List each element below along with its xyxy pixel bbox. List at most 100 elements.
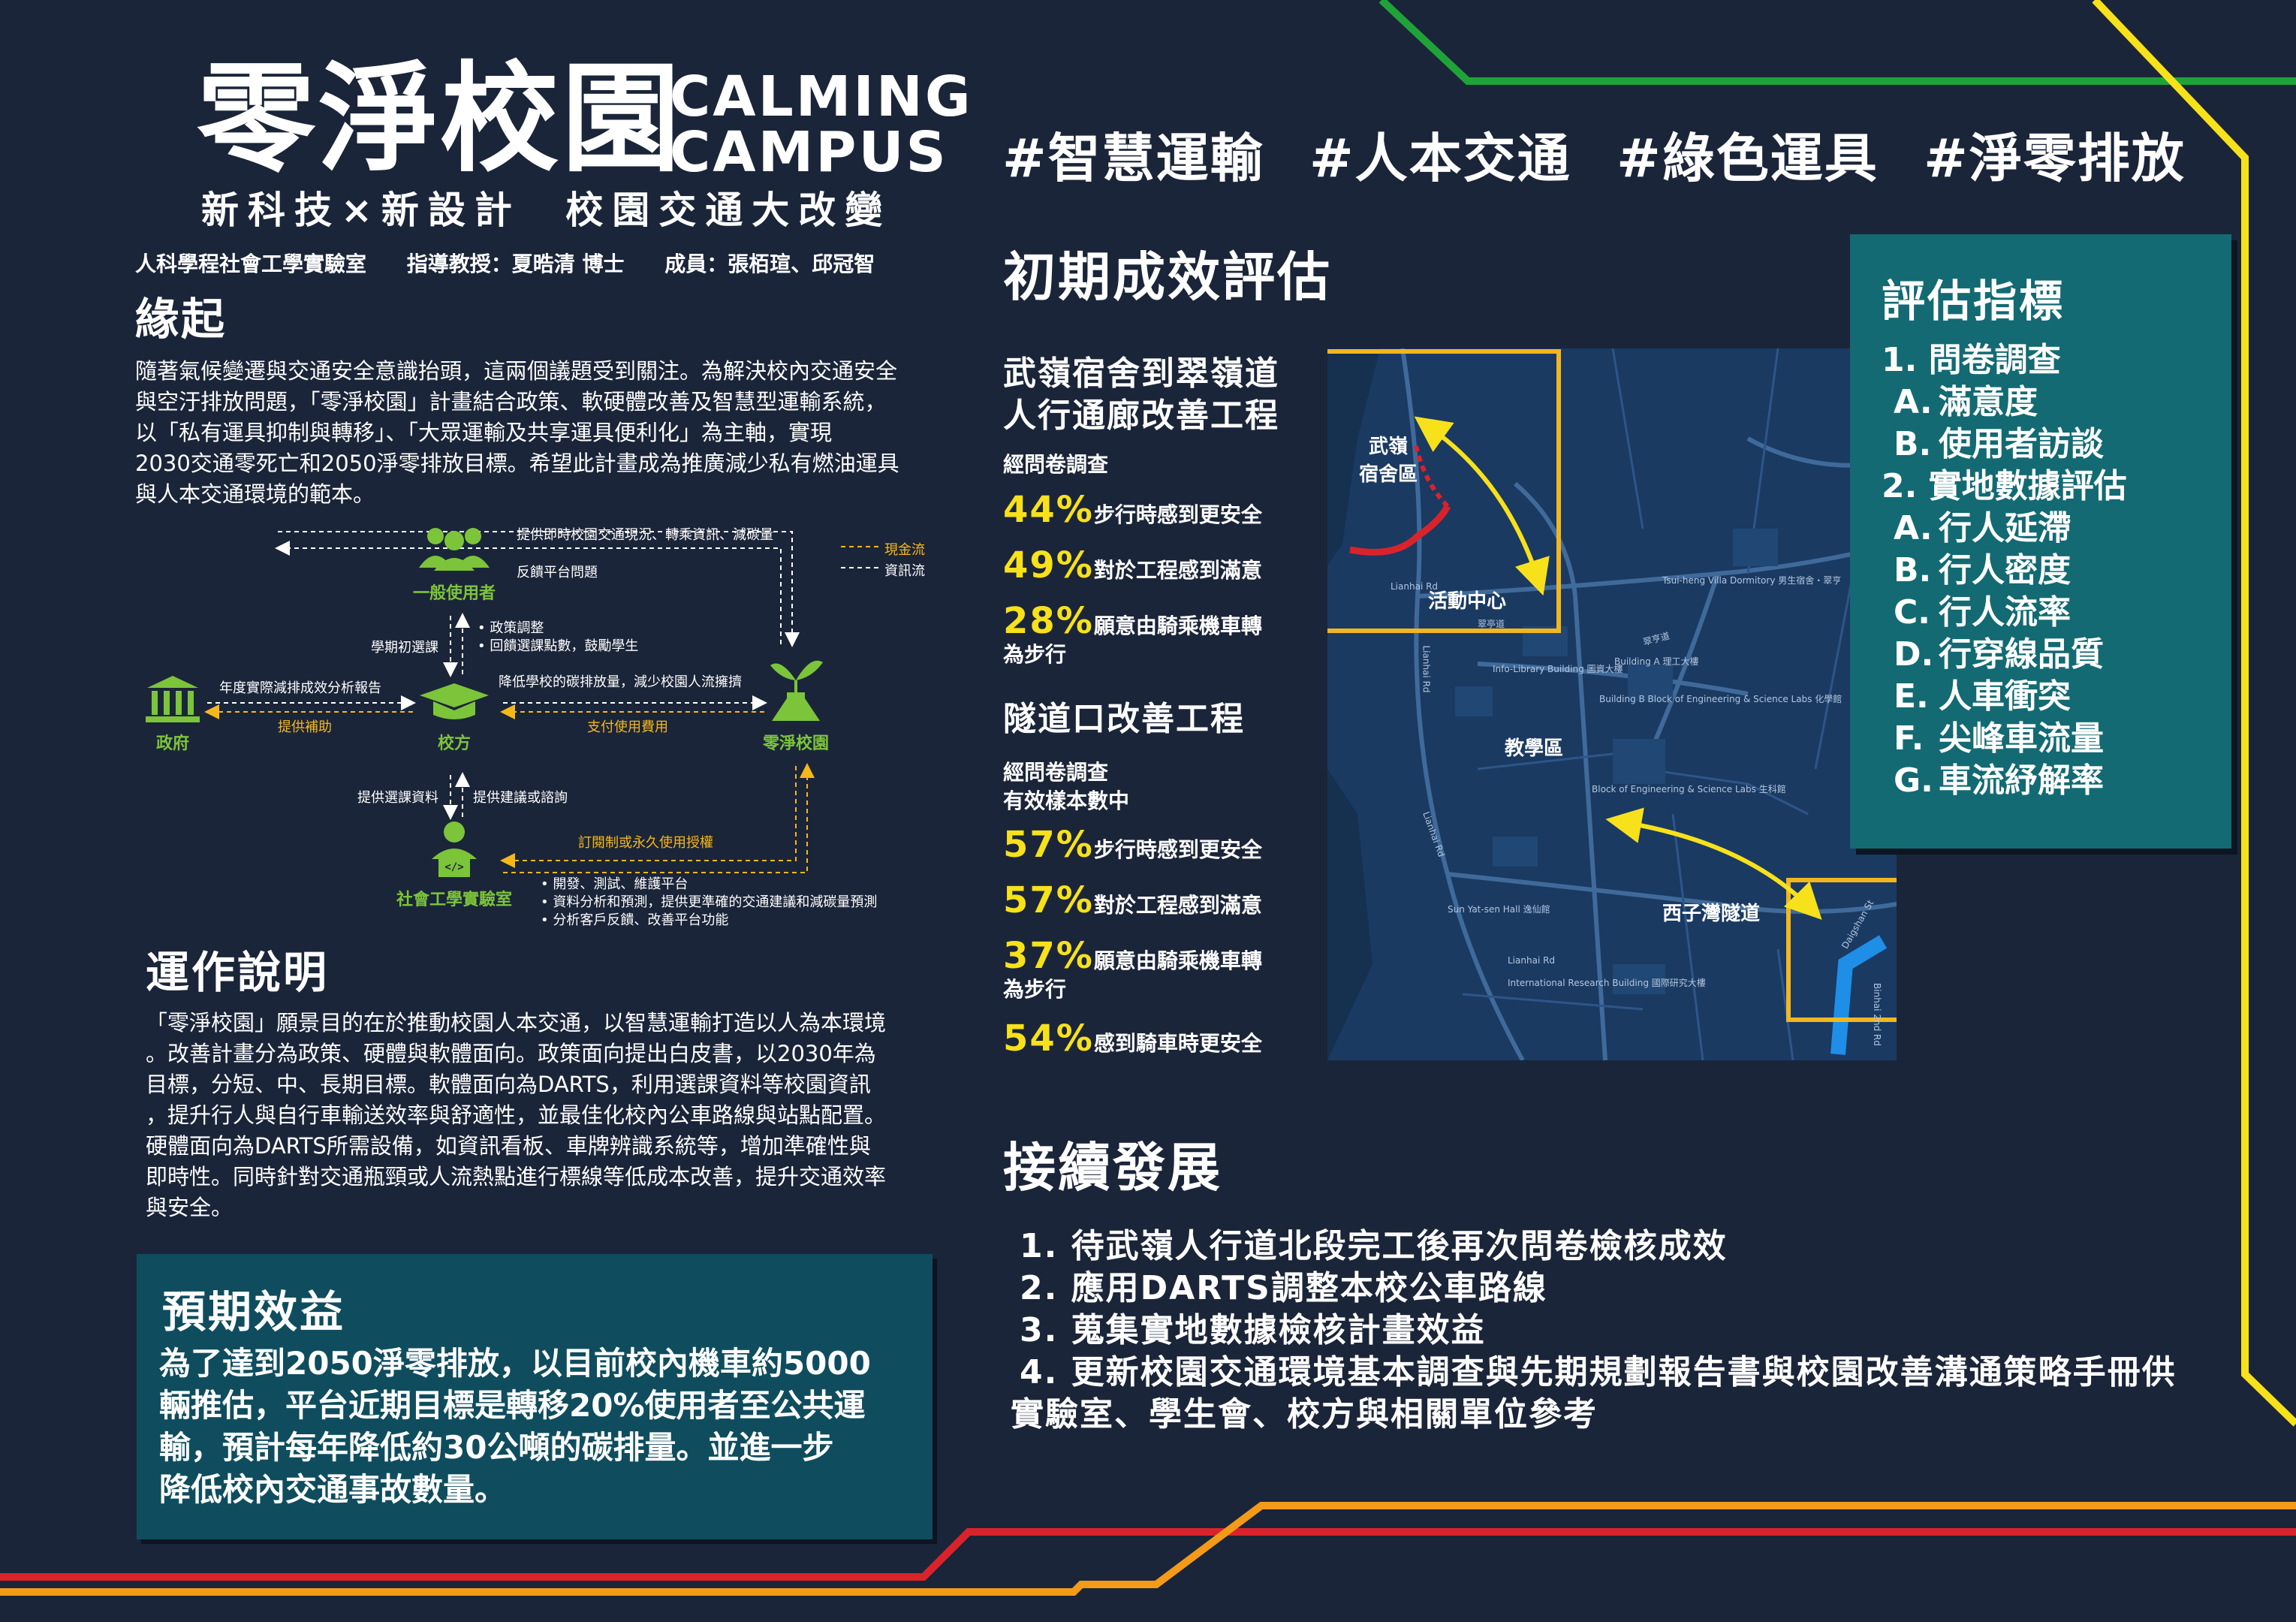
campus-node: 零淨校園 bbox=[758, 650, 833, 754]
operation-line: 即時性。同時針對交通瓶頸或人流熱點進行標線等低成本改善，提升交通效率 bbox=[146, 1164, 887, 1189]
next-step-item: 3. 蒐集實地數據檢核計畫效益 bbox=[1020, 1311, 1486, 1349]
map-road-label: Lianhai Rd bbox=[1508, 955, 1556, 966]
plant-flask-icon bbox=[770, 660, 823, 721]
benefit-heading: 預期效益 bbox=[162, 1286, 346, 1337]
map-building-label: International Research Building 國際研究大樓 bbox=[1508, 978, 1706, 988]
lab-tasks: • 開發、測試、維護平台 • 資料分析和預測，提供更準確的交通建議和減碳量預測 … bbox=[541, 876, 877, 930]
hashtag: #綠色運具 bbox=[1617, 128, 1879, 189]
users-node: 一般使用者 bbox=[413, 523, 496, 604]
metric-subitem: F.尖峰車流量 bbox=[1882, 718, 2127, 760]
metric-subitem: B.行人密度 bbox=[1882, 550, 2127, 592]
metrics-box: 評估指標 1. 問卷調查 A.滿意度 B.使用者訪談 2. 實地數據評估 A.行… bbox=[1850, 234, 2231, 849]
flow-label: 反饋平台問題 bbox=[517, 565, 598, 580]
developer-icon: </> bbox=[432, 822, 477, 877]
map-building-label: Tsui-heng Villa Dormitory 男生宿舍・翠亨 bbox=[1662, 575, 1842, 586]
flow-label-text: 回饋選課點數，鼓勵學生 bbox=[490, 638, 639, 654]
benefit-box: 預期效益 為了達到2050淨零排放，以目前校內機車約5000 輛推估，平台近期目… bbox=[137, 1254, 933, 1539]
metric-number: 1. bbox=[1882, 341, 1918, 379]
metric-item: 1. 問卷調查 bbox=[1882, 339, 2127, 381]
stat-text: 願意由騎乘機車轉 bbox=[1093, 948, 1262, 973]
legend-money: 現金流 bbox=[884, 542, 925, 558]
stat-text: 步行時感到更安全 bbox=[1093, 837, 1262, 862]
map-building-label: Building B Block of Engineering & Scienc… bbox=[1599, 694, 1843, 704]
metrics-list: 1. 問卷調查 A.滿意度 B.使用者訪談 2. 實地數據評估 A.行人延滯 B… bbox=[1882, 339, 2127, 802]
evaluation-heading: 初期成效評估 bbox=[1003, 246, 1332, 308]
stat-percent: 57% bbox=[1003, 879, 1094, 921]
flow-label: 學期初選課 bbox=[371, 640, 438, 656]
project1-title-line: 人行通廊改善工程 bbox=[1003, 396, 1279, 435]
operation-line: 目標，分短、中、長期目標。軟體面向為DARTS，利用選課資料等校園資訊 bbox=[146, 1072, 871, 1097]
metric-sub-text: 車流紓解率 bbox=[1939, 761, 2104, 800]
next-heading: 接續發展 bbox=[1003, 1137, 1222, 1198]
origin-paragraph: 隨著氣候變遷與交通安全意識抬頭，這兩個議題受到關注。為解決校內交通安全 與空汙排… bbox=[135, 356, 954, 510]
government-node-label: 政府 bbox=[155, 734, 189, 753]
metric-subitem: E.人車衝突 bbox=[1882, 676, 2127, 718]
hashtags: #智慧運輸 #人本交通 #綠色運具 #淨零排放 bbox=[1002, 116, 2211, 192]
stat-text-extra: 為步行 bbox=[1003, 977, 1067, 1002]
map-label-dorm-line: 武嶺 bbox=[1369, 436, 1409, 458]
operation-line: ，提升行人與自行車輸送效率與舒適性，並最佳化校內公車路線與站點配置。 bbox=[146, 1102, 887, 1128]
flow-label: 支付使用費用 bbox=[587, 719, 668, 735]
next-step-item: 4. 更新校園交通環境基本調查與先期規劃報告書與校園改善溝通策略手冊供 bbox=[1020, 1353, 2177, 1391]
map-label-teaching-area: 教學區 bbox=[1505, 737, 1564, 760]
map-building-label: Info-Library Building 圖資大樓 bbox=[1493, 664, 1623, 674]
metric-sub-text: 行穿線品質 bbox=[1939, 635, 2104, 674]
credit-advisor: 指導教授：夏晧清 博士 bbox=[406, 252, 625, 276]
lab-task-text: 分析客戶反饋、改善平台功能 bbox=[553, 912, 729, 928]
origin-heading: 緣起 bbox=[135, 294, 227, 345]
project2-stat: 57%對於工程感到滿意 bbox=[1003, 882, 1262, 920]
map-label-tunnel: 西子灣隧道 bbox=[1662, 903, 1761, 925]
credit-members: 成員：張栢瑄、邱冠智 bbox=[664, 252, 875, 276]
stat-percent: 57% bbox=[1003, 824, 1094, 866]
map-label-activity-center: 活動中心 bbox=[1428, 590, 1507, 613]
map-road-label: Lianhai Rd bbox=[1391, 581, 1439, 592]
map-roads bbox=[1327, 348, 1897, 1060]
stat-text-extra: 為步行 bbox=[1003, 642, 1067, 667]
flow-label: • 回饋選課點數，鼓勵學生 bbox=[478, 638, 639, 654]
project2-note-line: 有效樣本數中 bbox=[1003, 788, 1130, 813]
metric-sub-letter: G. bbox=[1894, 761, 1933, 800]
origin-line: 以「私有運具抑制與轉移」、「大眾運輸及共享運具便利化」為主軸，實現 bbox=[135, 420, 833, 445]
subtitle: 新科技×新設計 校園交通大改變 bbox=[201, 188, 892, 232]
metric-subitem: C.行人流率 bbox=[1882, 592, 2127, 634]
svg-text:</>: </> bbox=[444, 861, 463, 873]
metric-subitem: G.車流紓解率 bbox=[1882, 760, 2127, 802]
government-node: 政府 bbox=[143, 673, 203, 754]
flow-label-text: 政策調整 bbox=[490, 620, 544, 636]
title-english-line-1: CALMING bbox=[670, 65, 973, 129]
metric-label: 實地數據評估 bbox=[1928, 467, 2127, 505]
operation-line: 與安全。 bbox=[146, 1195, 234, 1220]
operation-paragraph: 「零淨校園」願景目的在於推動校園人本交通，以智慧運輸打造以人為本環境 。改善計畫… bbox=[146, 1008, 957, 1223]
stat-text: 感到騎車時更安全 bbox=[1093, 1031, 1262, 1056]
flow-diagram: 一般使用者 政府 校方 零淨校園 </> 社會 bbox=[135, 511, 961, 931]
stat-text: 對於工程感到滿意 bbox=[1093, 558, 1262, 583]
users-icon bbox=[419, 528, 490, 571]
project1-title: 武嶺宿舍到翠嶺道 人行通廊改善工程 bbox=[1003, 353, 1279, 437]
flow-label: 降低學校的碳排放量，減少校園人流擁擠 bbox=[499, 674, 742, 690]
metric-sub-text: 使用者訪談 bbox=[1939, 425, 2104, 463]
metric-sub-text: 滿意度 bbox=[1939, 383, 2038, 421]
flow-diagram-arrows bbox=[204, 531, 878, 873]
map-label-dorm: 武嶺 宿舍區 bbox=[1359, 431, 1418, 487]
operation-line: 硬體面向為DARTS所需設備，如資訊看板、車牌辨識系統等，增加準確性與 bbox=[146, 1133, 871, 1159]
metrics-heading: 評估指標 bbox=[1882, 276, 2065, 327]
metric-sub-letter: A. bbox=[1894, 509, 1933, 547]
metric-sub-letter: E. bbox=[1894, 677, 1929, 716]
project1-stat: 49%對於工程感到滿意 bbox=[1003, 547, 1262, 585]
hashtag: #智慧運輸 bbox=[1002, 128, 1264, 189]
project2-stat: 54%感到騎車時更安全 bbox=[1003, 1021, 1262, 1058]
benefit-line: 輛推估，平台近期目標是轉移20%使用者至公共運 bbox=[159, 1387, 866, 1424]
benefit-line: 為了達到2050淨零排放，以目前校內機車約5000 bbox=[159, 1345, 871, 1382]
school-node-label: 校方 bbox=[437, 734, 471, 753]
flow-label: 提供建議或諮詢 bbox=[473, 790, 568, 806]
project2-note: 經問卷調查 有效樣本數中 bbox=[1003, 758, 1129, 816]
map-label-dorm-line: 宿舍區 bbox=[1359, 463, 1418, 486]
school-node: 校方 bbox=[417, 680, 492, 754]
lab-task: • 開發、測試、維護平台 bbox=[541, 876, 688, 892]
map-road-label: Lianhai Rd bbox=[1421, 645, 1432, 693]
origin-line: 隨著氣候變遷與交通安全意識抬頭，這兩個議題受到關注。為解決校內交通安全 bbox=[135, 358, 898, 384]
flow-label: 提供即時校園交通現況、轉乘資訊、減碳量 bbox=[517, 527, 773, 543]
flow-label: 訂閱制或永久使用授權 bbox=[578, 835, 713, 851]
